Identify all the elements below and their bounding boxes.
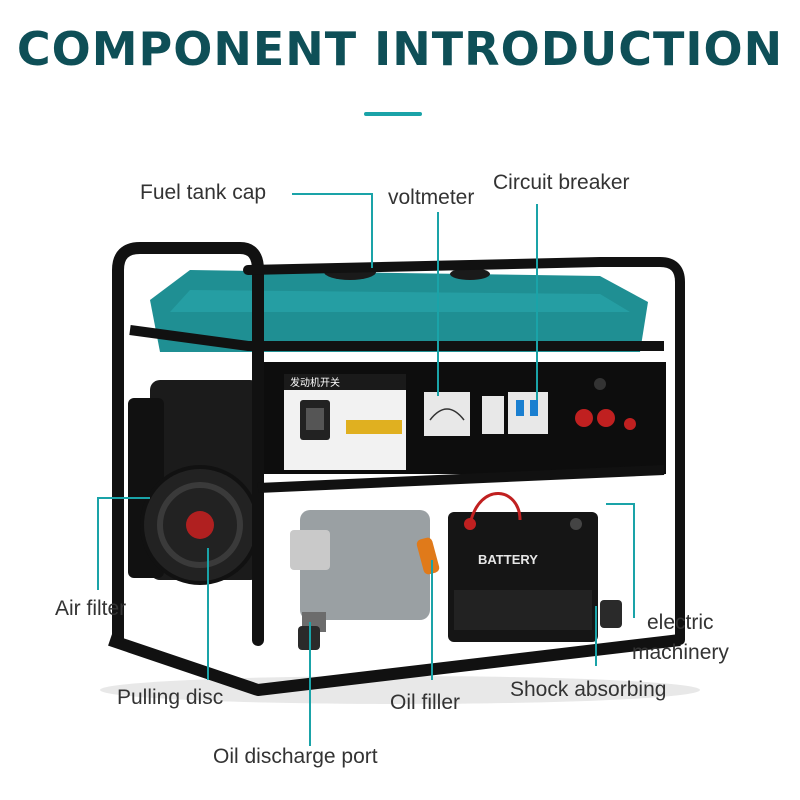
voltmeter-dial bbox=[429, 408, 465, 421]
oil-filler-cap bbox=[416, 537, 440, 575]
label-air-filter: Air filter bbox=[55, 597, 127, 620]
panel-knob bbox=[594, 378, 606, 390]
engine-switch-rocker bbox=[306, 408, 324, 430]
label-shock-absorbing: Shock absorbing bbox=[510, 678, 667, 701]
pulling-disc-hub bbox=[186, 511, 214, 539]
leader-electric-machinery bbox=[606, 503, 635, 618]
fuel-gauge bbox=[450, 268, 490, 280]
frame-panel-rail bbox=[129, 325, 664, 351]
shock-absorber bbox=[600, 600, 622, 628]
battery-label: BATTERY bbox=[478, 552, 538, 567]
label-oil-discharge-port: Oil discharge port bbox=[213, 745, 378, 768]
engine-switch-label: 发动机开关 bbox=[290, 376, 340, 389]
circuit-breaker-switch-a bbox=[516, 400, 524, 416]
panel-instruction-header bbox=[284, 374, 406, 390]
page-title: COMPONENT INTRODUCTION bbox=[16, 22, 784, 76]
fuel-tank-highlight bbox=[170, 290, 630, 312]
label-oil-filler: Oil filler bbox=[390, 691, 461, 714]
voltmeter-gauge bbox=[424, 392, 470, 436]
title-underline bbox=[364, 112, 422, 116]
warning-strip bbox=[346, 420, 402, 434]
label-electric-machinery-line1: electric bbox=[647, 611, 714, 634]
frame-left bbox=[112, 242, 264, 646]
battery-cable bbox=[468, 492, 522, 525]
battery-terminal-negative bbox=[570, 518, 582, 530]
label-fuel-tank-cap: Fuel tank cap bbox=[140, 181, 267, 204]
frame-middle-rail bbox=[257, 465, 665, 493]
engine-cover-plate bbox=[290, 530, 330, 570]
engine-crankcase bbox=[300, 510, 430, 620]
label-voltmeter: voltmeter bbox=[388, 186, 475, 209]
leader-fuel-tank-cap bbox=[292, 193, 373, 268]
outlet-terminal-2 bbox=[597, 409, 615, 427]
breaker-small bbox=[482, 396, 504, 434]
outlet-terminal-3 bbox=[624, 418, 636, 430]
leader-air-filter bbox=[97, 497, 150, 590]
label-electric-machinery-line2: machinery bbox=[632, 641, 729, 664]
circuit-breaker-body bbox=[508, 392, 548, 434]
outlet-terminal-1 bbox=[575, 409, 593, 427]
circuit-breaker-switch-b bbox=[530, 400, 538, 416]
label-pulling-disc: Pulling disc bbox=[117, 686, 224, 709]
pulling-disc-fan bbox=[157, 482, 243, 568]
label-circuit-breaker: Circuit breaker bbox=[493, 171, 630, 194]
frame-top-rear bbox=[243, 257, 685, 645]
frame-base bbox=[108, 634, 681, 696]
battery-label-plate bbox=[454, 590, 592, 630]
